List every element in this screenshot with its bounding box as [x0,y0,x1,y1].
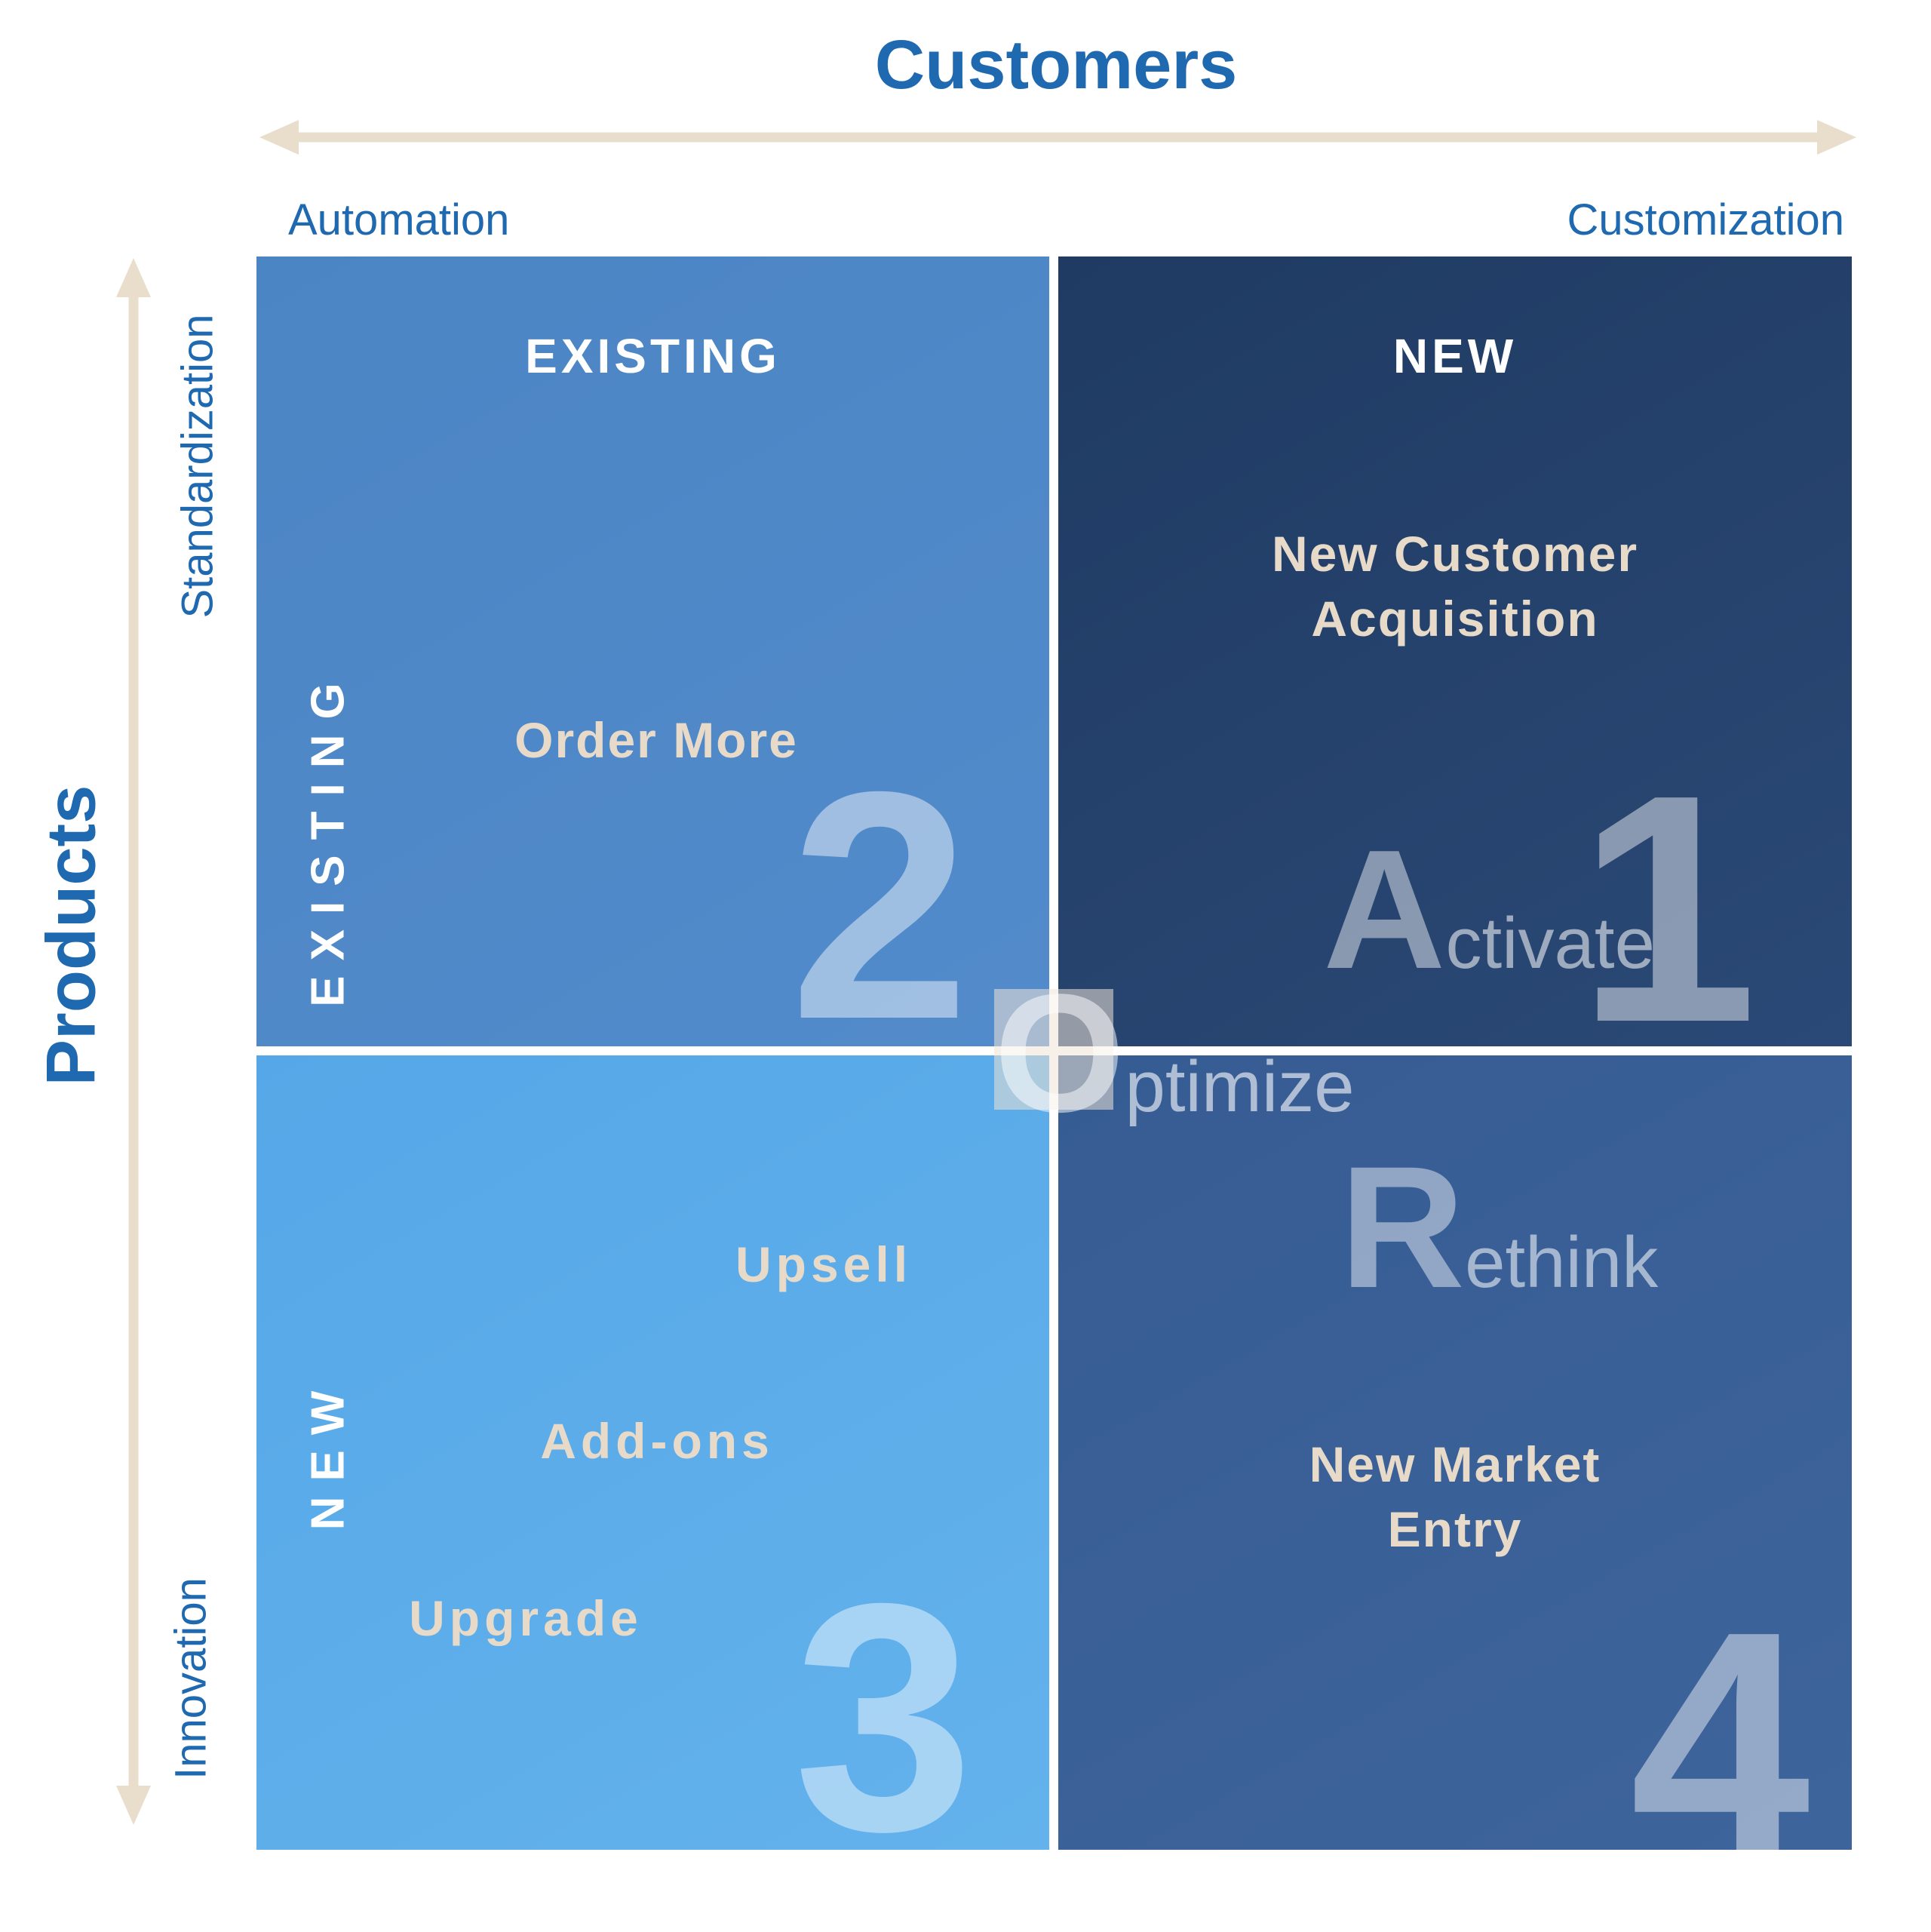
strategy-new-market-entry: New Market Entry [1058,1433,1852,1562]
center-highlight-square [994,989,1113,1110]
action-activate: Activate [1323,825,1655,994]
action-rethink: Rethink [1340,1141,1658,1314]
quadrant-2-product-side-label: EXISTING [302,668,355,1007]
quadrant-4-new-new: Rethink New Market Entry 4 [1058,1055,1852,1908]
action-rethink-initial: R [1340,1130,1466,1324]
x-axis-arrow-icon [259,120,1856,155]
action-activate-rest: ctivate [1445,903,1655,984]
action-optimize-initial: O [994,960,1125,1147]
y-axis-label-innovation: Innovation [166,1577,216,1780]
strategy-add-ons: Add-ons [540,1413,774,1469]
x-axis-label-automation: Automation [288,195,510,244]
action-activate-initial: A [1323,814,1446,1004]
y-axis-title: Products [32,785,110,1086]
quadrant-1-number: 1 [1576,728,1758,1090]
quadrant-2-customer-header: EXISTING [525,329,781,383]
quadrant-4-number: 4 [1629,1565,1810,1927]
y-axis-arrow-icon [116,258,151,1825]
strategy-new-customer-acquisition: New Customer Acquisition [1058,522,1852,652]
strategy-line: Acquisition [1311,590,1599,647]
quadrant-2-number: 2 [789,725,970,1087]
action-rethink-rest: ethink [1465,1222,1659,1303]
quadrant-2-existing-existing: EXISTING EXISTING Order More 2 [256,256,1049,1068]
strategy-line: New Market [1309,1436,1601,1492]
strategy-order-more: Order More [514,712,798,768]
strategy-upsell: Upsell [735,1236,913,1292]
y-axis-label-standardization: Standardization [173,314,223,619]
strategy-line: New Customer [1271,526,1639,582]
x-axis-label-customization: Customization [1567,195,1844,244]
action-optimize: Optimize [994,969,1355,1138]
quadrant-3-new-products: NEW Upsell Add-ons Upgrade 3 [256,1055,1049,1880]
strategy-line: Entry [1387,1500,1523,1557]
quadrant-3-product-side-label: NEW [302,1375,355,1531]
quadrant-1-customer-header: NEW [1392,329,1518,383]
x-axis-title: Customers [874,26,1238,103]
quadrant-1-new-customers: NEW New Customer Acquisition Activate 1 [1058,256,1852,1071]
action-optimize-rest: ptimize [1125,1046,1355,1127]
strategy-upgrade: Upgrade [409,1590,643,1646]
quadrant-3-number: 3 [793,1537,974,1899]
